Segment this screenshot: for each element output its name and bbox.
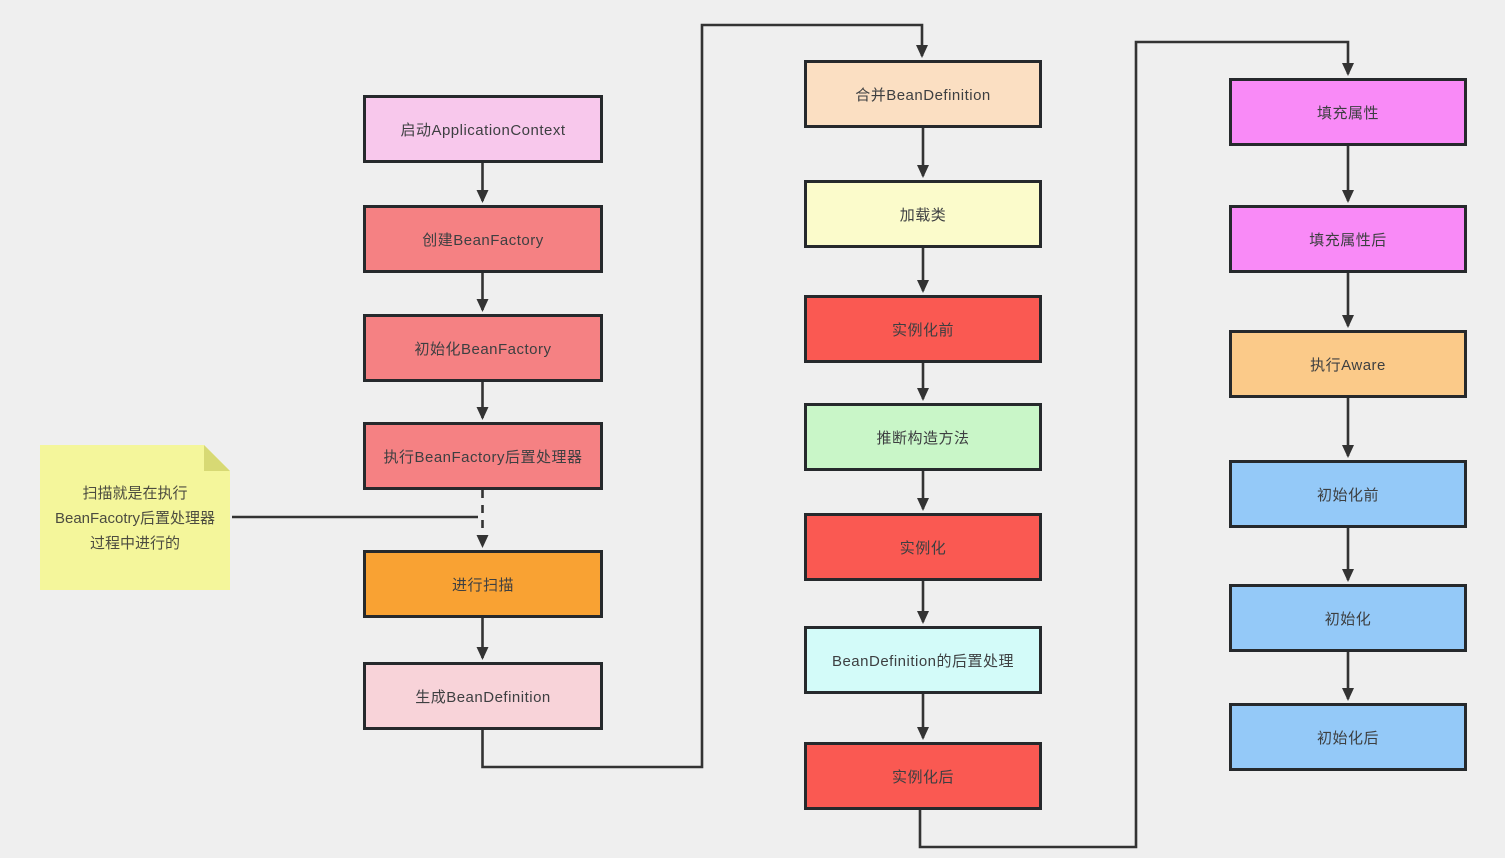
note-line: 扫描就是在执行 [82, 485, 188, 502]
flow-node-initialization: 初始化 [1229, 584, 1467, 652]
sticky-note: 扫描就是在执行 BeanFacotry后置处理器 过程中进行的 [40, 445, 230, 590]
connectors [232, 23, 1354, 849]
flow-node-create-beanfactory: 创建BeanFactory [363, 205, 603, 273]
flow-node-load-class: 加载类 [804, 180, 1042, 248]
flow-node-before-initialization: 初始化前 [1229, 460, 1467, 528]
flow-node-after-instantiation: 实例化后 [804, 742, 1042, 810]
flow-node-before-instantiation: 实例化前 [804, 295, 1042, 363]
flow-node-start-application-context: 启动ApplicationContext [363, 95, 603, 163]
flow-node-execute-aware: 执行Aware [1229, 330, 1467, 398]
flow-node-execute-beanfactory-postprocessors: 执行BeanFactory后置处理器 [363, 422, 603, 490]
connector-left-to-middle [481, 23, 928, 769]
flow-node-after-initialization: 初始化后 [1229, 703, 1467, 771]
flow-node-merge-beandefinition: 合并BeanDefinition [804, 60, 1042, 128]
flow-node-init-beanfactory: 初始化BeanFactory [363, 314, 603, 382]
flow-node-beandefinition-postprocess: BeanDefinition的后置处理 [804, 626, 1042, 694]
note-line: BeanFacotry后置处理器 [54, 510, 216, 527]
note-text: 扫描就是在执行 BeanFacotry后置处理器 过程中进行的 [40, 481, 230, 556]
connector-middle-to-right [918, 40, 1354, 849]
flow-node-after-populate-properties: 填充属性后 [1229, 205, 1467, 273]
note-line: 过程中进行的 [89, 535, 180, 552]
flow-node-generate-beandefinition: 生成BeanDefinition [363, 662, 603, 730]
flow-node-infer-constructor: 推断构造方法 [804, 403, 1042, 471]
flow-node-populate-properties: 填充属性 [1229, 78, 1467, 146]
flow-node-do-scan: 进行扫描 [363, 550, 603, 618]
flow-node-instantiation: 实例化 [804, 513, 1042, 581]
